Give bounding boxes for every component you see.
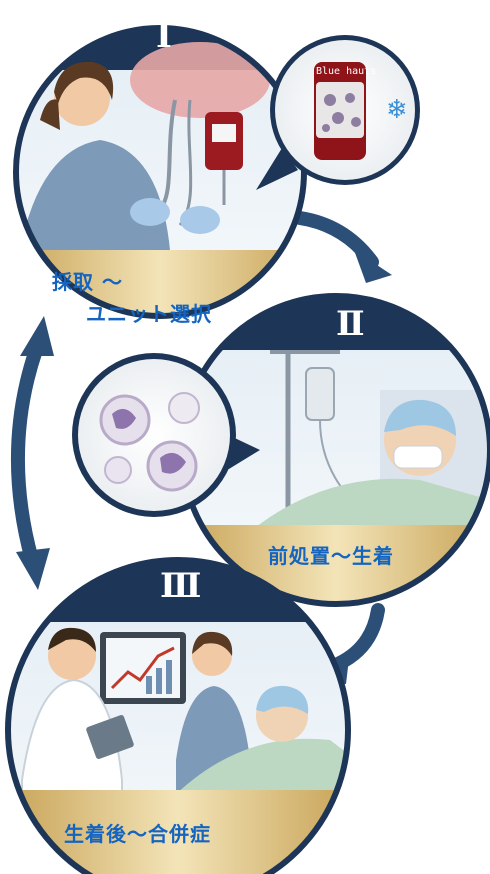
stage-1-label-line2: ユニット選択 [86, 302, 212, 326]
stage-1-numeral: Ⅰ [156, 16, 172, 56]
stage-3-label: 生着後～合併症 [64, 822, 211, 846]
stage-2-label: 前処置～生着 [268, 544, 394, 568]
bubble-frozen-bag: ❄ [256, 35, 420, 190]
svg-text:❄: ❄ [386, 95, 408, 125]
stage-3-circle [5, 557, 351, 874]
stage-2-numeral: Ⅱ [336, 304, 365, 344]
stage-1-label-line1: 採取 ～ [52, 270, 123, 294]
stage-1-circle [13, 25, 307, 319]
bag-label: Blue hauts [316, 66, 377, 77]
bubble-cells [72, 353, 260, 517]
stage-3-numeral: Ⅲ [160, 566, 202, 606]
arrow-1-to-2 [293, 211, 392, 283]
arrow-cycle-bidirectional [10, 316, 54, 590]
